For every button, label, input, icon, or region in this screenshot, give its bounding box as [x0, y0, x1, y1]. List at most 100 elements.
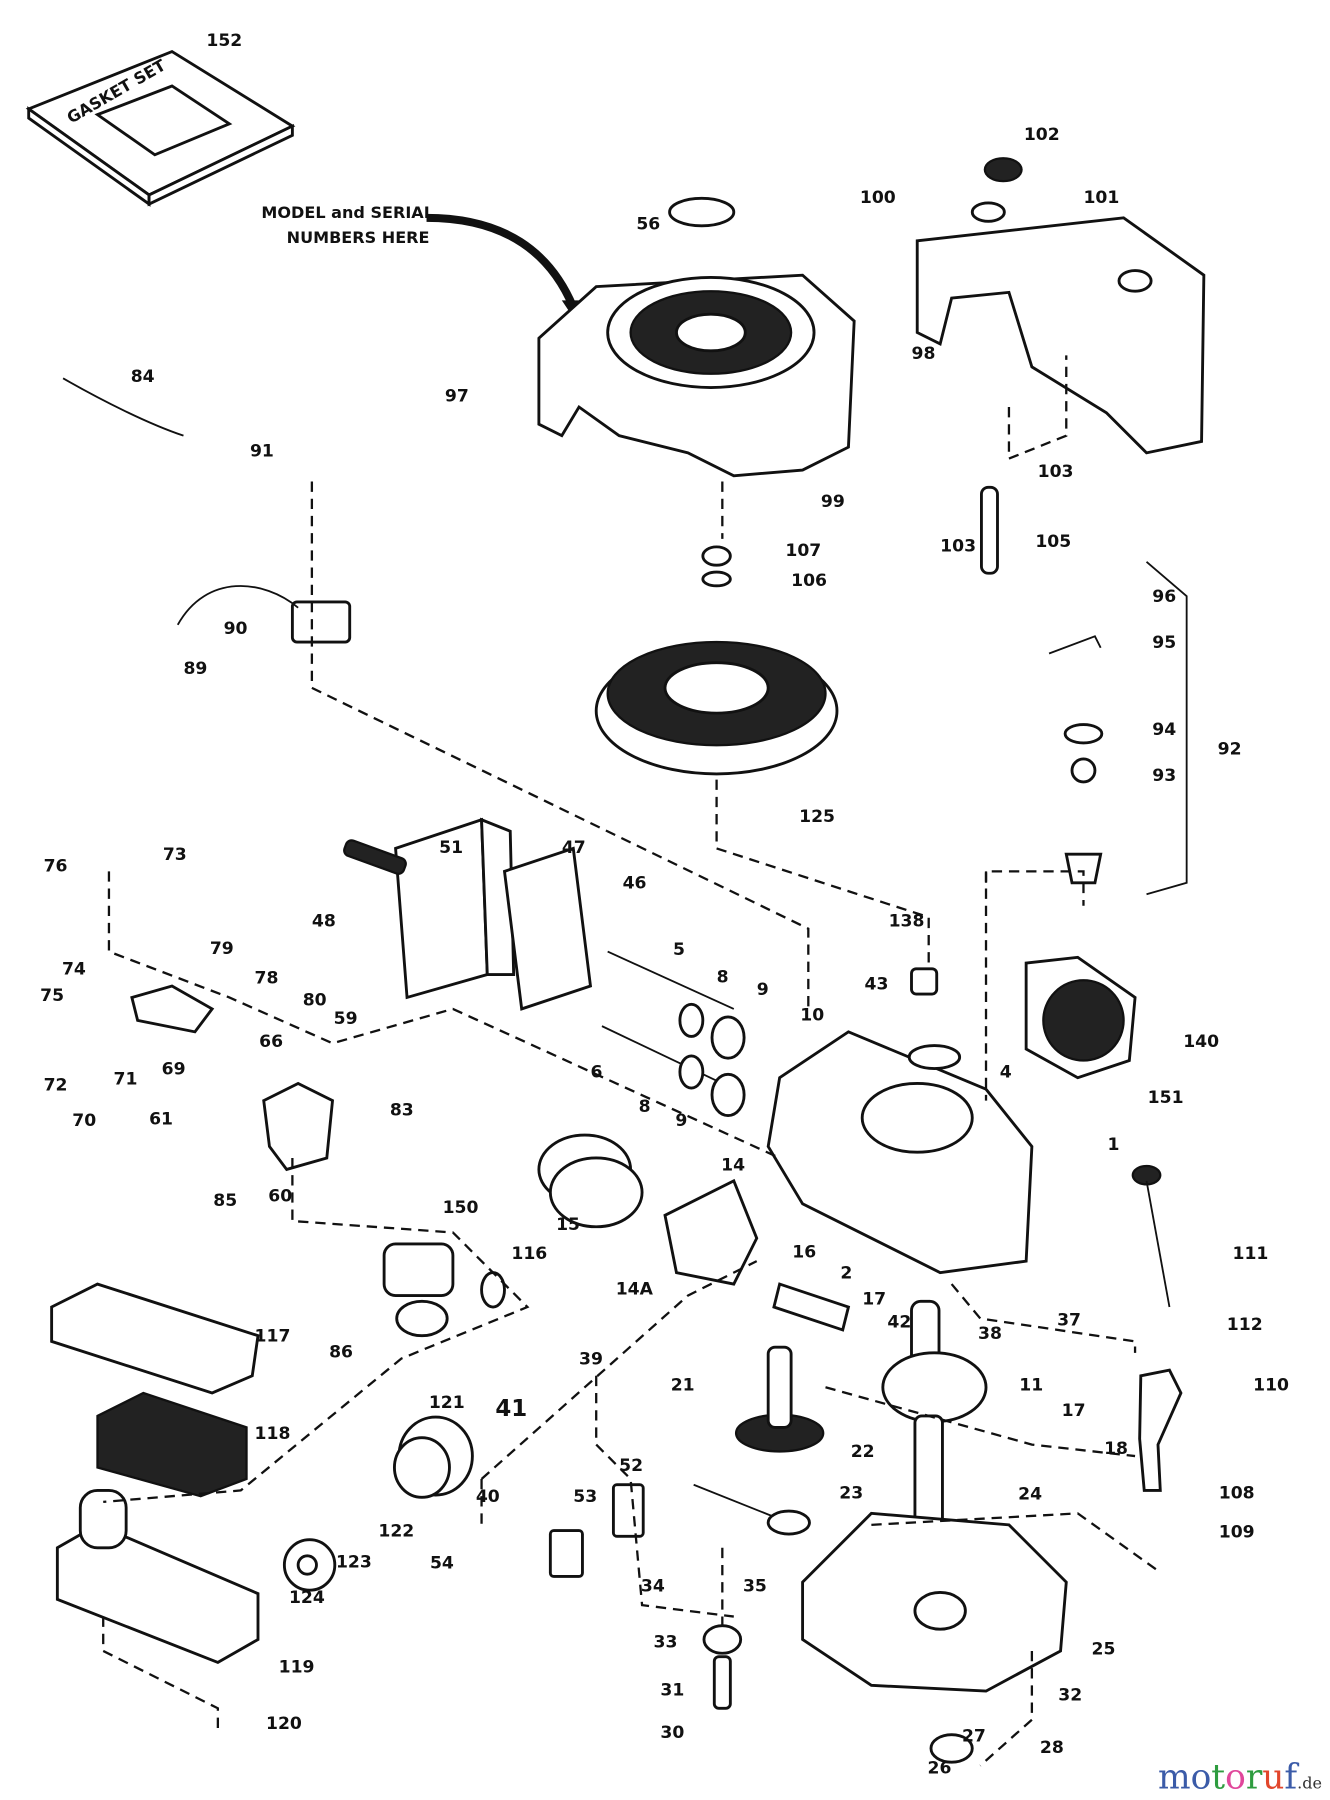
part-label-73: 73 [163, 845, 187, 865]
part-label-106: 106 [791, 571, 827, 591]
piston-rings-15 [537, 1133, 644, 1229]
logo-letter: t [1211, 1758, 1225, 1798]
part-label-28: 28 [1040, 1738, 1064, 1758]
part-label-61: 61 [149, 1110, 173, 1130]
part-label-15: 15 [556, 1215, 580, 1235]
part-label-138: 138 [889, 911, 925, 931]
part-label-34: 34 [641, 1576, 665, 1596]
head-gasket-46 [502, 846, 593, 1011]
part-label-72: 72 [44, 1075, 68, 1095]
governor-gear-22 [734, 1345, 825, 1453]
part-label-90: 90 [224, 619, 248, 639]
part-label-112: 112 [1227, 1315, 1263, 1335]
part-label-117: 117 [255, 1326, 291, 1346]
part-label-31: 31 [660, 1681, 684, 1701]
logo-letter: f [1284, 1758, 1299, 1798]
part-label-85: 85 [213, 1191, 237, 1211]
part-label-74: 74 [62, 960, 86, 980]
part-label-70: 70 [72, 1111, 96, 1131]
part-label-105: 105 [1035, 532, 1071, 552]
piston-16 [663, 1178, 759, 1286]
part-label-33: 33 [654, 1633, 678, 1653]
part-label-10: 10 [800, 1005, 824, 1025]
part-label-111: 111 [1233, 1244, 1269, 1264]
part-label-97: 97 [445, 386, 469, 406]
part-label-122: 122 [378, 1521, 414, 1541]
part-label-22: 22 [851, 1442, 875, 1462]
cylinder-head-47 [394, 817, 516, 1000]
part-label-8: 8 [717, 968, 729, 988]
part-label-17: 17 [862, 1290, 886, 1310]
dipstick-111 [1131, 1164, 1171, 1308]
oil-pump-33 [702, 1624, 743, 1710]
part-label-152: 152 [206, 31, 242, 51]
svg-text:motoruf.de: motoruf.de [1158, 1758, 1322, 1798]
breather-53 [548, 1529, 584, 1578]
ignition-coil-90 [176, 585, 352, 644]
part-label-51: 51 [439, 838, 463, 858]
gasket-52 [611, 1483, 645, 1538]
logo-letter: o [1225, 1758, 1246, 1798]
part-label-140: 140 [1183, 1032, 1219, 1052]
gasket-set-box: GASKET SET [25, 49, 296, 207]
part-label-2: 2 [840, 1263, 852, 1283]
part-label-52: 52 [619, 1456, 643, 1476]
cylinder-block-1 [766, 1030, 1034, 1275]
part-label-25: 25 [1091, 1639, 1115, 1659]
part-label-107: 107 [785, 541, 821, 561]
part-label-123: 123 [336, 1552, 372, 1572]
part-label-103: 103 [1038, 462, 1074, 482]
part-label-95: 95 [1152, 633, 1176, 653]
part-label-60: 60 [268, 1187, 292, 1207]
part-label-27: 27 [962, 1727, 986, 1747]
part-label-99: 99 [821, 492, 845, 512]
bracket-66 [130, 984, 215, 1034]
part-label-96: 96 [1152, 587, 1176, 607]
part-label-16: 16 [792, 1243, 816, 1263]
part-label-103: 103 [940, 536, 976, 556]
fuel-tank [915, 157, 1206, 455]
bushing-138 [910, 967, 939, 996]
part-label-8: 8 [639, 1097, 651, 1117]
part-label-14: 14 [721, 1156, 745, 1176]
part-label-35: 35 [743, 1576, 767, 1596]
part-label-42: 42 [887, 1313, 911, 1333]
part-label-5: 5 [673, 940, 685, 960]
part-label-4: 4 [1000, 1063, 1012, 1083]
gasket-116 [480, 1271, 506, 1309]
crankshaft-11 [881, 1299, 988, 1527]
part-label-54: 54 [430, 1553, 454, 1573]
part-label-78: 78 [255, 969, 279, 989]
watermark-logo: motoruf.de [1158, 1758, 1322, 1798]
part-label-38: 38 [978, 1324, 1002, 1344]
part-label-91: 91 [250, 441, 274, 461]
logo-letter: u [1262, 1758, 1284, 1798]
wire-84 [62, 377, 184, 437]
blower-housing [537, 273, 856, 478]
note-line-1: MODEL and SERIAL [261, 203, 434, 222]
part-label-109: 109 [1219, 1522, 1255, 1542]
air-cleaner-base-119 [55, 1489, 260, 1665]
assembly-lines [102, 355, 1159, 1767]
intake-60 [262, 1081, 335, 1172]
air-cleaner-cover-117 [50, 1282, 260, 1395]
part-label-69: 69 [162, 1059, 186, 1079]
valves [601, 950, 746, 1117]
part-label-26: 26 [928, 1759, 952, 1779]
part-label-41: 41 [495, 1396, 527, 1422]
seal-4 [907, 1044, 962, 1070]
part-label-18: 18 [1104, 1439, 1128, 1459]
primer-assembly-92 [1048, 561, 1188, 896]
part-label-121: 121 [429, 1393, 465, 1413]
part-label-124: 124 [289, 1588, 325, 1608]
part-label-75: 75 [40, 986, 64, 1006]
part-label-14A: 14A [616, 1279, 654, 1299]
part-label-102: 102 [1024, 125, 1060, 145]
part-label-21: 21 [671, 1376, 695, 1396]
part-label-120: 120 [266, 1714, 302, 1734]
part-label-80: 80 [303, 990, 327, 1010]
part-label-119: 119 [279, 1658, 315, 1678]
part-label-6: 6 [590, 1063, 602, 1083]
seal-26 [929, 1733, 974, 1764]
